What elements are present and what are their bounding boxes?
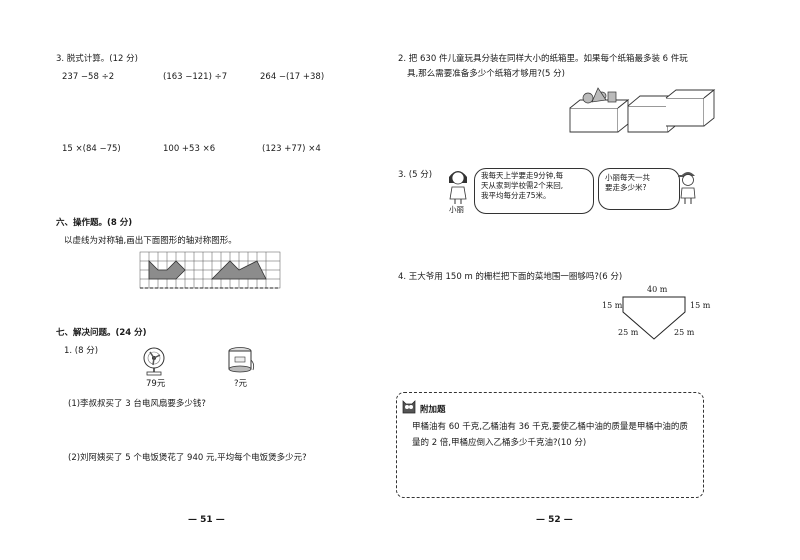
bonus-line-1: 甲桶油有 60 千克,乙桶油有 36 千克,要使乙桶中油的质量是甲桶中油的质 [412,422,688,432]
page-number-right: — 52 — [536,515,573,525]
q3-heading: 3. 脱式计算。(12 分) [56,54,138,64]
boxes-illustration [569,87,716,133]
expr-3: 264 −(17 +38) [260,72,325,82]
field-left-length: 15 m [602,301,623,310]
speech-bubble-boy: 小丽每天一共 要走多少米? [598,168,680,210]
shape-left [148,260,186,280]
field-bottom-right-length: 25 m [674,328,695,337]
expr-1: 237 −58 ÷2 [62,72,115,82]
expr-4: 15 ×(84 −75) [62,144,121,154]
expr-2: (163 −121) ÷7 [163,72,228,82]
field-right-length: 15 m [690,301,711,310]
right-q3-heading: 3. (5 分) [398,170,433,180]
symmetry-grid [139,251,281,289]
bubble-girl-line-1: 我每天上学要走9分钟,每 [481,171,564,180]
bonus-line-2: 量的 2 倍,甲桶应倒入乙桶多少千克油?(10 分) [412,438,587,448]
rice-cooker-icon [228,347,255,373]
girl-label: 小丽 [449,205,464,214]
section6-heading: 六、操作题。(8 分) [56,218,133,228]
q1-heading: 1. (8 分) [64,346,99,356]
section6-instruction: 以虚线为对称轴,画出下面图形的轴对称图形。 [64,236,237,246]
bonus-box [396,392,704,498]
speech-bubble-girl: 我每天上学要走9分钟,每 天从家到学校需2个来回, 我平均每分走75米。 [474,168,594,214]
sub-question-1: (1)李叔叔买了 3 台电风扇要多少钱? [68,399,206,409]
girl-icon [449,171,467,204]
fan-icon [143,347,165,376]
expr-6: (123 +77) ×4 [262,144,321,154]
fan-price: 79元 [146,379,166,389]
q2-line-1: 2. 把 630 件儿童玩具分装在同样大小的纸箱里。如果每个纸箱最多装 6 件玩 [398,54,688,64]
owl-icon [402,400,416,414]
sub-question-2: (2)刘阿姨买了 5 个电饭煲花了 940 元,平均每个电饭煲多少元? [68,453,307,463]
field-pentagon [622,296,686,340]
field-top-length: 40 m [647,285,668,294]
bubble-boy-line-2: 要走多少米? [605,183,647,193]
bubble-girl-line-2: 天从家到学校需2个来回, [481,181,564,191]
expr-5: 100 +53 ×6 [163,144,216,154]
cooker-price: ?元 [234,379,248,389]
bonus-title: 附加题 [420,405,446,415]
page-number-left: — 51 — [188,515,225,525]
bubble-girl-line-3: 我平均每分走75米。 [481,191,551,201]
shape-right [211,260,267,280]
q4-heading: 4. 王大爷用 150 m 的栅栏把下面的菜地围一圈够吗?(6 分) [398,272,623,282]
field-bottom-left-length: 25 m [618,328,639,337]
section7-heading: 七、解决问题。(24 分) [56,328,147,338]
bubble-boy-line-1: 小丽每天一共 [605,173,650,182]
q2-line-2: 具,那么需要准备多少个纸箱才够用?(5 分) [407,69,565,79]
boy-icon [678,172,696,204]
